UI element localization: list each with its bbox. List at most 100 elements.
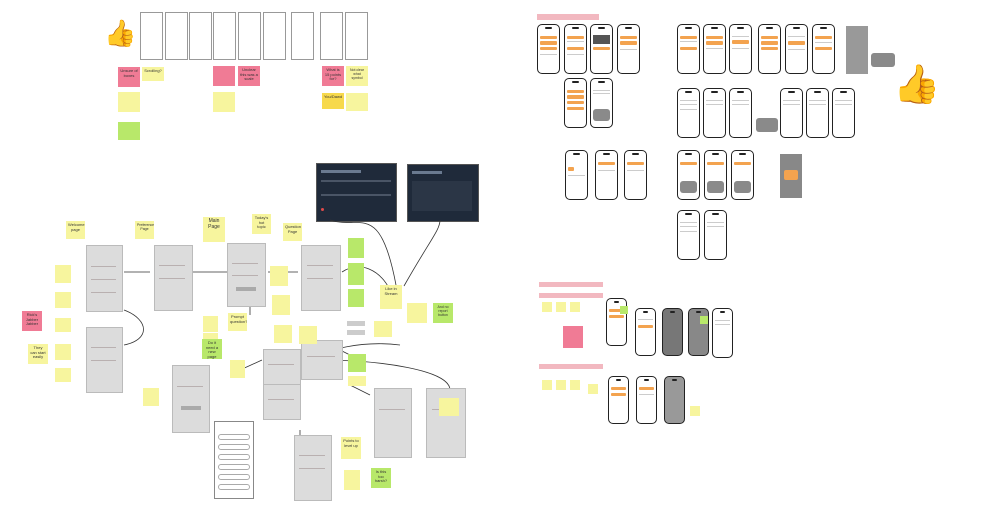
sticky-note: Is this too harsh? [371, 468, 391, 488]
keyboard-icon [756, 118, 778, 132]
keyboard-icon [871, 53, 895, 67]
sticky-note [439, 398, 459, 416]
wireframe-screen [291, 12, 314, 60]
phone-mockup [812, 24, 835, 74]
phone-mockup [564, 24, 587, 74]
sticky-note [230, 360, 245, 378]
sticky-note [407, 303, 427, 323]
thumbs-up-icon: 👍 [104, 18, 137, 48]
sticky-note: Prompt question? [228, 313, 247, 331]
sticky-note [213, 66, 235, 86]
paper-sketch [374, 388, 412, 458]
sticky-note: They can start easily [28, 344, 48, 364]
sticky-note: Unclear this was a scale [238, 66, 260, 86]
sticky-note: Preference Page [135, 221, 154, 239]
section-label [539, 364, 603, 369]
phone-mockup [590, 78, 613, 128]
phone-mockup [608, 376, 629, 424]
thumbs-up-icon: 👍 [893, 64, 941, 106]
sticky-note: And no report button [433, 303, 453, 323]
phone-mockup [677, 150, 700, 200]
phone-mockup [712, 308, 733, 358]
wireframe-screen [140, 12, 163, 60]
sticky-note: Scrolling? [142, 67, 164, 81]
paper-sketch [263, 384, 301, 420]
sticky-note [556, 302, 566, 312]
sticky-note [620, 306, 628, 314]
dark-screenshot [316, 163, 397, 222]
paper-sketch [227, 243, 266, 307]
phone-mockup [729, 88, 752, 138]
sticky-note [346, 93, 368, 111]
paper-sketch [86, 327, 123, 393]
paper-sketch [301, 340, 343, 380]
sticky-note: You/Dawd [322, 93, 344, 109]
phone-mockup [758, 24, 781, 74]
sticky-note [348, 354, 366, 372]
phone-mockup [662, 308, 683, 356]
phone-mockup [595, 150, 618, 200]
sticky-note: Do it need a new page [202, 339, 222, 359]
sticky-note [344, 470, 360, 490]
sticky-note [55, 292, 71, 308]
phone-mockup [565, 150, 588, 200]
phone-mockup [731, 150, 754, 200]
sticky-note [374, 321, 392, 337]
phone-mockup [703, 24, 726, 74]
phone-mockup [780, 88, 803, 138]
sticky-note [588, 384, 598, 394]
paper-sketch [154, 245, 193, 311]
wireframe-screen [213, 12, 236, 60]
sticky-note: Like in Stream [380, 285, 402, 309]
sticky-note [700, 316, 708, 324]
phone-mockup [832, 88, 855, 138]
sticky-note [272, 295, 290, 315]
sticky-note [348, 376, 366, 386]
wireframe-screen [238, 12, 261, 60]
sticky-note: Points to level up [341, 437, 361, 459]
sticky-note [299, 326, 317, 344]
sticky-note [348, 289, 364, 307]
phone-mockup [664, 376, 685, 424]
sticky-note [542, 380, 552, 390]
sticky-note [570, 380, 580, 390]
sticky-note: Rick's Jabber Jabber [22, 311, 42, 331]
sticky-note: Not clear what symbol [346, 66, 368, 86]
sticky-note [55, 265, 71, 283]
sticky-note [118, 122, 140, 140]
phone-mockup [537, 24, 560, 74]
phone-mockup [624, 150, 647, 200]
sticky-note: Welcome page [66, 221, 85, 239]
phone-mockup [590, 24, 613, 74]
phone-mockup [703, 88, 726, 138]
label-chip [347, 321, 365, 326]
phone-mockup [564, 78, 587, 128]
phone-mockup [677, 88, 700, 138]
sticky-note [563, 326, 583, 348]
phone-mockup [677, 24, 700, 74]
sticky-note [55, 344, 71, 360]
sticky-note [143, 388, 159, 406]
wireframe-screen [345, 12, 368, 60]
sticky-note [274, 325, 292, 343]
grey-screen [780, 154, 802, 198]
sticky-note [203, 316, 218, 332]
paper-sketch [301, 245, 341, 311]
phone-mockup [635, 308, 656, 356]
sticky-note [55, 368, 71, 382]
sticky-note [556, 380, 566, 390]
phone-mockup [704, 150, 727, 200]
sticky-note [570, 302, 580, 312]
sticky-note: Question Page [283, 223, 302, 241]
sticky-note: Main Page [203, 217, 225, 242]
phone-mockup [677, 210, 700, 260]
paper-sketch [172, 365, 210, 433]
sticky-note: What is 15 points for? [322, 66, 344, 86]
paper-sketch [86, 245, 123, 312]
wireframe-screen [189, 12, 212, 60]
dark-screenshot [407, 164, 479, 222]
section-label [537, 14, 599, 20]
sticky-note [203, 333, 218, 343]
sticky-note [118, 92, 140, 112]
